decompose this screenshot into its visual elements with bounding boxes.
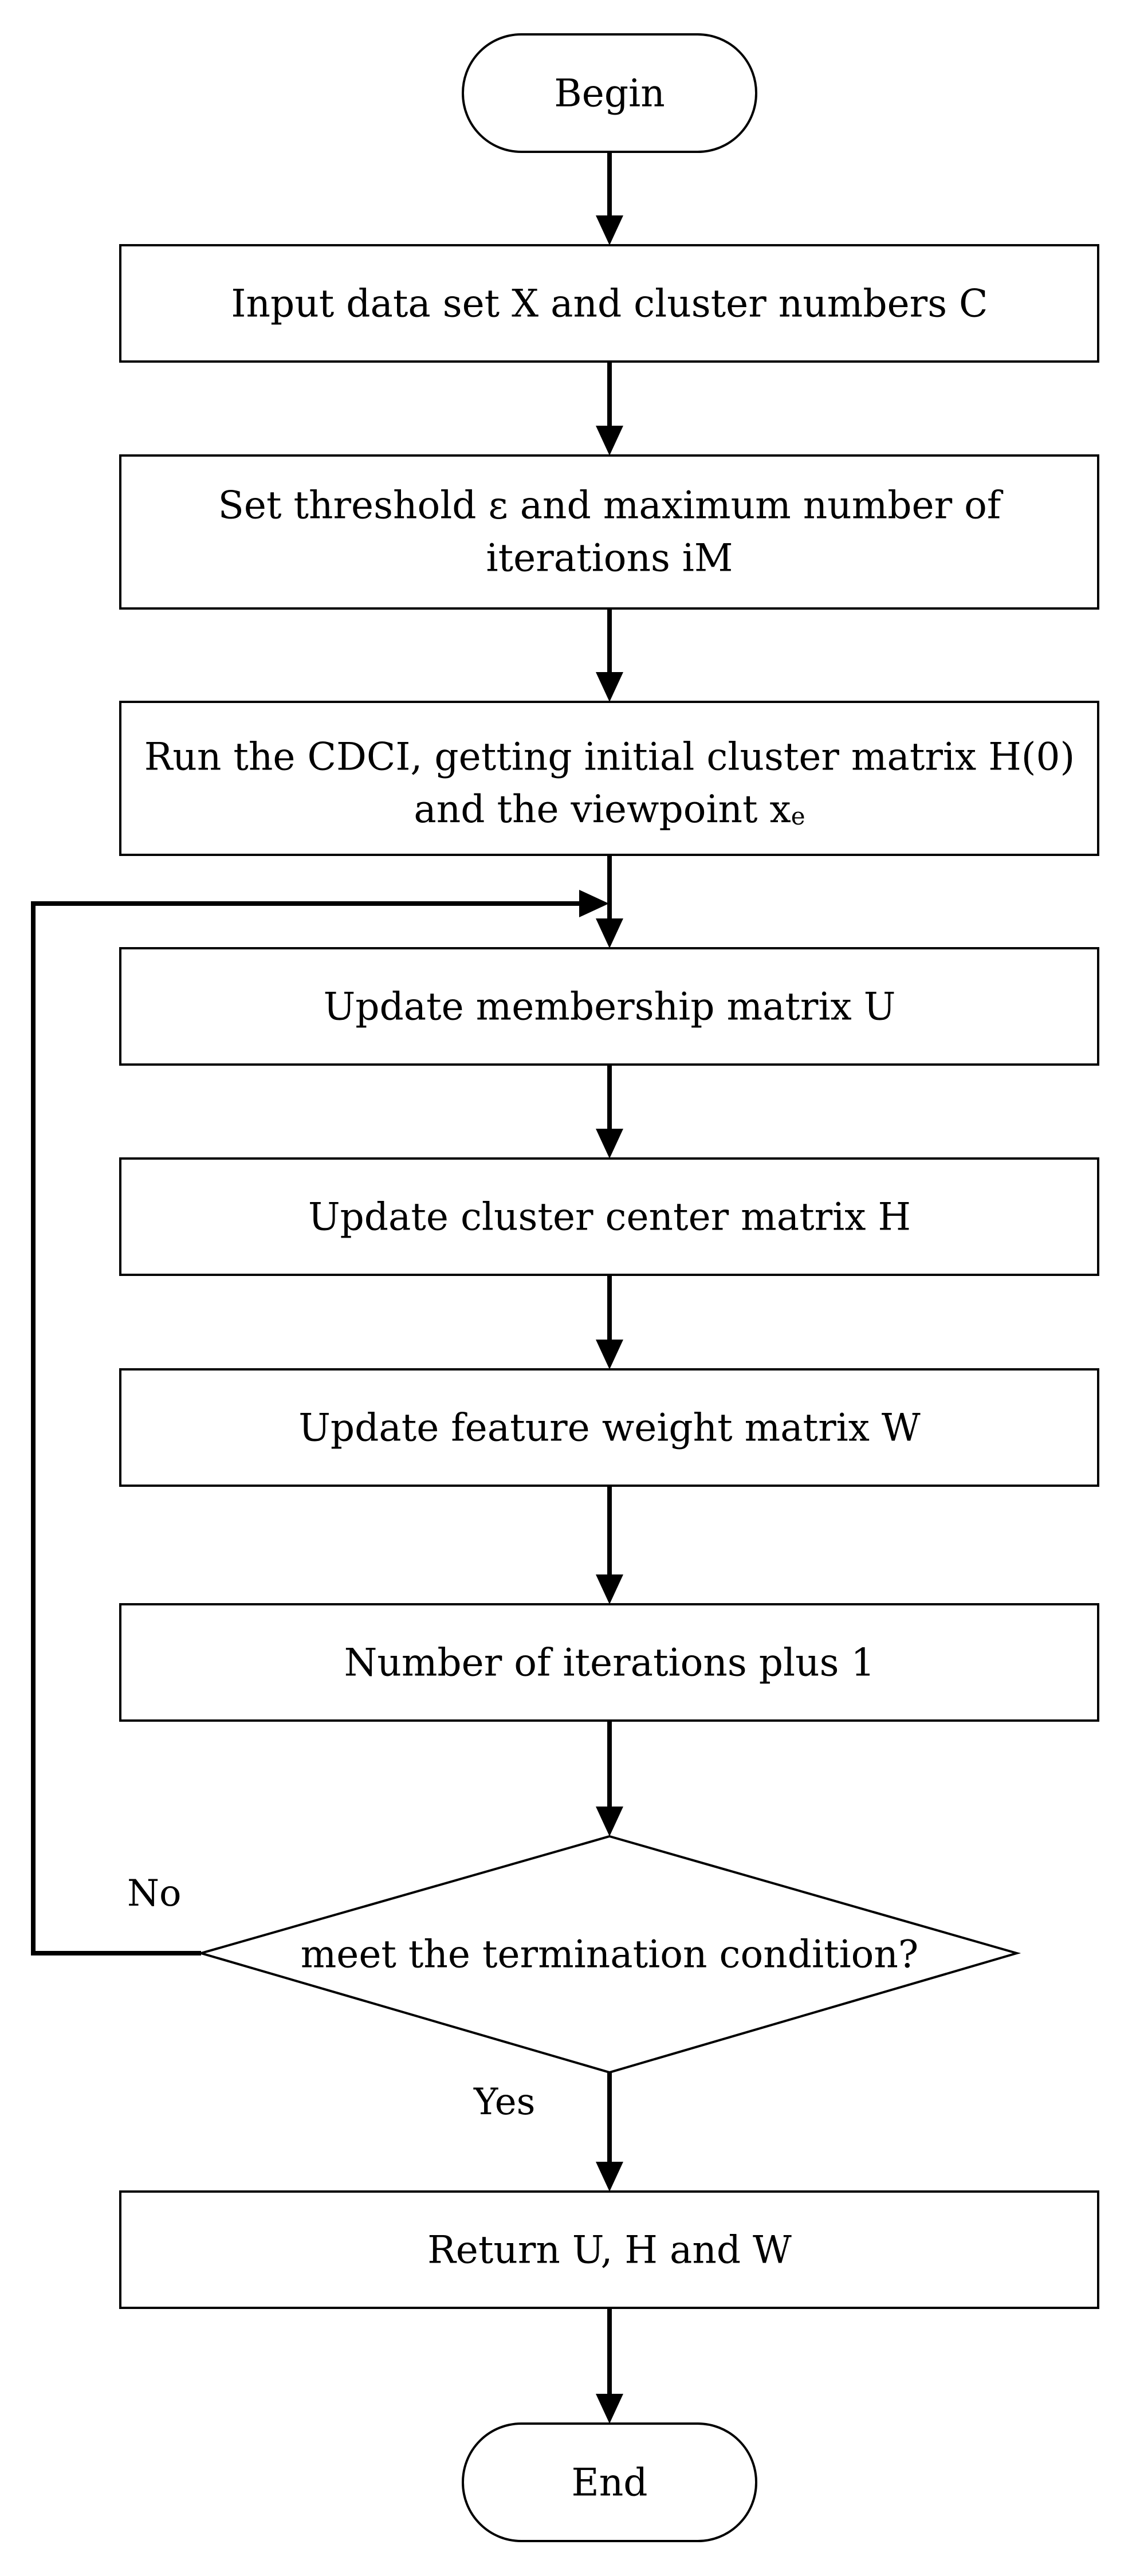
update-weight-step: Update feature weight matrix W (119, 1368, 1099, 1487)
end-node: End (462, 2422, 757, 2542)
begin-label: Begin (554, 72, 665, 116)
arrow-input-to-threshold (596, 362, 623, 455)
end-label: End (572, 2461, 648, 2505)
cdci-step: Run the CDCI, getting initial cluster ma… (119, 701, 1099, 856)
cdci-step-label-line2: and the viewpoint xe (414, 787, 805, 831)
termination-decision: meet the termination condition? (196, 1835, 1021, 2074)
no-branch-label: No (127, 1872, 182, 1915)
arrow-iteration-to-decision (596, 1721, 623, 1836)
arrow-membership-to-center (596, 1065, 623, 1159)
input-step: Input data set X and cluster numbers C (119, 244, 1099, 363)
arrow-begin-to-input (596, 152, 623, 245)
cdci-step-label-line2-text: and the viewpoint x (414, 787, 791, 831)
arrow-decision-to-return (596, 2072, 623, 2192)
update-weight-label: Update feature weight matrix W (298, 1406, 921, 1450)
return-step-label: Return U, H and W (427, 2228, 792, 2272)
arrow-threshold-to-cdci (596, 608, 623, 702)
return-step: Return U, H and W (119, 2190, 1099, 2309)
iteration-step: Number of iterations plus 1 (119, 1603, 1099, 1722)
termination-decision-label: meet the termination condition? (301, 1933, 919, 1977)
update-center-step: Update cluster center matrix H (119, 1157, 1099, 1276)
threshold-step-label-line2: iterations iM (486, 536, 733, 580)
viewpoint-subscript: e (791, 802, 805, 830)
update-membership-label: Update membership matrix U (324, 985, 896, 1029)
begin-node: Begin (462, 33, 757, 153)
arrow-cdci-to-update-membership (596, 855, 623, 948)
threshold-step: Set threshold ε and maximum number of it… (119, 454, 1099, 610)
input-step-label: Input data set X and cluster numbers C (231, 282, 988, 326)
iteration-step-label: Number of iterations plus 1 (344, 1641, 875, 1685)
update-membership-step: Update membership matrix U (119, 947, 1099, 1066)
arrow-weight-to-iteration (596, 1486, 623, 1604)
cdci-step-label-line1: Run the CDCI, getting initial cluster ma… (144, 735, 1075, 779)
update-center-label: Update cluster center matrix H (308, 1195, 911, 1239)
yes-branch-label: Yes (473, 2081, 535, 2123)
threshold-step-label-line1: Set threshold ε and maximum number of (218, 484, 1004, 528)
arrow-center-to-weight (596, 1275, 623, 1369)
arrow-loop-back (31, 890, 609, 1955)
arrow-return-to-end (596, 2308, 623, 2424)
